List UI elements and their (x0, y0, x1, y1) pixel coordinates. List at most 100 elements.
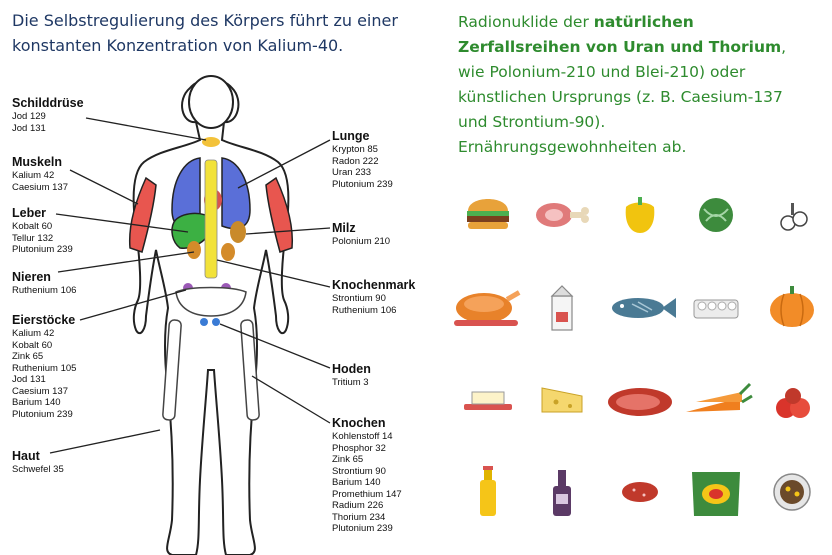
dried-fruit-bowl-icon (773, 473, 811, 511)
left-arm-muscle (128, 176, 157, 253)
note-line-5: und Strontium-90). (458, 113, 606, 131)
label-item: Kalium 42 (12, 170, 55, 181)
label-muskeln: Muskeln Kalium 42 Caesium 137 (12, 155, 68, 193)
label-item: Polonium 210 (332, 236, 391, 247)
label-item: Plutonium 239 (332, 523, 393, 534)
label-title: Muskeln (12, 155, 63, 169)
sausage-icon (622, 482, 658, 502)
juice-bottle-icon (480, 466, 496, 516)
label-title: Knochen (332, 416, 386, 430)
label-title: Milz (332, 221, 356, 235)
label-lunge: Lunge Krypton 85 Radon 222 Uran 233 Plut… (332, 129, 393, 190)
label-item: Promethium 147 (332, 488, 402, 500)
food-icons-grid (454, 197, 814, 516)
label-knochen: Knochen Kohlenstoff 14 Phosphor 32 Zink … (332, 416, 402, 535)
testis-left (200, 318, 208, 326)
note-line-3: wie Polonium-210 und Blei-210) oder (458, 63, 746, 81)
label-item: Tellur 132 (12, 232, 54, 244)
note-line-1: Radionuklide der natürlichen (458, 10, 828, 35)
intro-line-1: Die Selbstregulierung des Körpers führt … (12, 11, 398, 30)
tomato-icon (776, 388, 810, 418)
mushroom-icon (780, 203, 808, 231)
label-item: Jod 131 (12, 374, 46, 385)
note-line-2b: , (781, 38, 787, 56)
radionuclide-note: Radionuklide der natürlichen Zerfallsrei… (458, 10, 828, 160)
right-femur (240, 319, 260, 421)
label-item: Plutonium 239 (12, 408, 73, 420)
label-title: Leber (12, 206, 47, 220)
eggs-icon (693, 299, 739, 319)
chips-bag-icon (692, 472, 740, 516)
right-arm-muscle (265, 176, 294, 253)
label-item: Schwefel 35 (12, 464, 64, 475)
right-kidney (221, 243, 235, 261)
intro-text: Die Selbstregulierung des Körpers führt … (12, 8, 432, 58)
label-item: Caesium 137 (12, 385, 68, 397)
label-item: Jod 131 (12, 122, 46, 134)
pepper-icon (625, 197, 655, 233)
fish-icon (612, 298, 676, 318)
label-leber: Leber Kobalt 60 Tellur 132 Plutonium 239 (12, 206, 73, 256)
cabbage-icon (699, 198, 733, 232)
label-item: Radon 222 (332, 155, 379, 167)
wine-bottle-icon (553, 470, 571, 516)
label-item: Kohlenstoff 14 (332, 431, 393, 442)
butter-icon (464, 391, 512, 410)
leader-lines (49, 117, 331, 454)
label-item: Jod 129 (12, 111, 46, 122)
label-item: Ruthenium 106 (12, 285, 77, 296)
label-item: Tritium 3 (332, 377, 369, 388)
label-schilddruese: Schilddrüse Jod 129 Jod 131 (12, 96, 84, 134)
steak-icon (608, 388, 672, 416)
pumpkin-icon (770, 286, 814, 327)
label-knochenmark: Knochenmark Strontium 90 Ruthenium 106 (332, 278, 415, 316)
label-nieren: Nieren Ruthenium 106 (12, 270, 76, 297)
label-item: Ruthenium 105 (12, 362, 77, 374)
label-item: Strontium 90 (332, 465, 386, 477)
label-item: Strontium 90 (332, 293, 386, 304)
pelvis (175, 286, 247, 317)
label-milz: Milz Polonium 210 (332, 221, 390, 248)
head (188, 75, 234, 129)
label-item: Zink 65 (332, 454, 364, 465)
milk-carton-icon (550, 285, 574, 331)
label-title: Eierstöcke (12, 313, 76, 327)
label-item: Ruthenium 106 (332, 304, 397, 316)
burger-icon (467, 199, 509, 229)
note-line-2: Zerfallsreihen von Uran und Thorium, (458, 35, 828, 60)
label-item: Kalium 42 (12, 328, 55, 339)
left-femur (162, 319, 182, 421)
label-item: Thorium 234 (332, 511, 386, 523)
roast-chicken-icon (454, 290, 521, 326)
label-title: Nieren (12, 270, 51, 284)
label-item: Plutonium 239 (12, 244, 73, 255)
thyroid (202, 137, 220, 147)
note-line-1b: natürlichen (593, 13, 694, 31)
label-title: Schilddrüse (12, 96, 84, 110)
ham-icon (536, 203, 589, 227)
label-item: Barium 140 (12, 397, 61, 408)
spleen (230, 221, 246, 243)
label-title: Knochenmark (332, 278, 416, 292)
label-title: Hoden (332, 362, 371, 376)
carrot-icon (686, 382, 753, 412)
label-eierstoecke: Eierstöcke Kalium 42 Kobalt 60 Zink 65 R… (12, 313, 76, 420)
label-item: Zink 65 (12, 351, 44, 362)
label-item: Phosphor 32 (332, 442, 386, 454)
label-item: Krypton 85 (332, 144, 378, 155)
label-item: Radium 226 (332, 500, 384, 511)
note-line-6: Ernährungsgewohnheiten ab. (458, 138, 687, 156)
body-outline (132, 78, 290, 555)
label-item: Kobalt 60 (12, 221, 53, 232)
note-line-2a: Zerfallsreihen von Uran und Thorium (458, 38, 782, 56)
testis-right (212, 318, 220, 326)
cheese-icon (541, 387, 583, 413)
label-item: Kobalt 60 (12, 339, 53, 351)
label-hoden: Hoden Tritium 3 (332, 362, 371, 389)
left-kidney (187, 241, 201, 259)
right-lung (221, 157, 251, 230)
intro-line-2: konstanten Konzentration von Kalium-40. (12, 36, 344, 55)
label-title: Haut (12, 449, 40, 463)
label-item: Caesium 137 (12, 181, 68, 193)
